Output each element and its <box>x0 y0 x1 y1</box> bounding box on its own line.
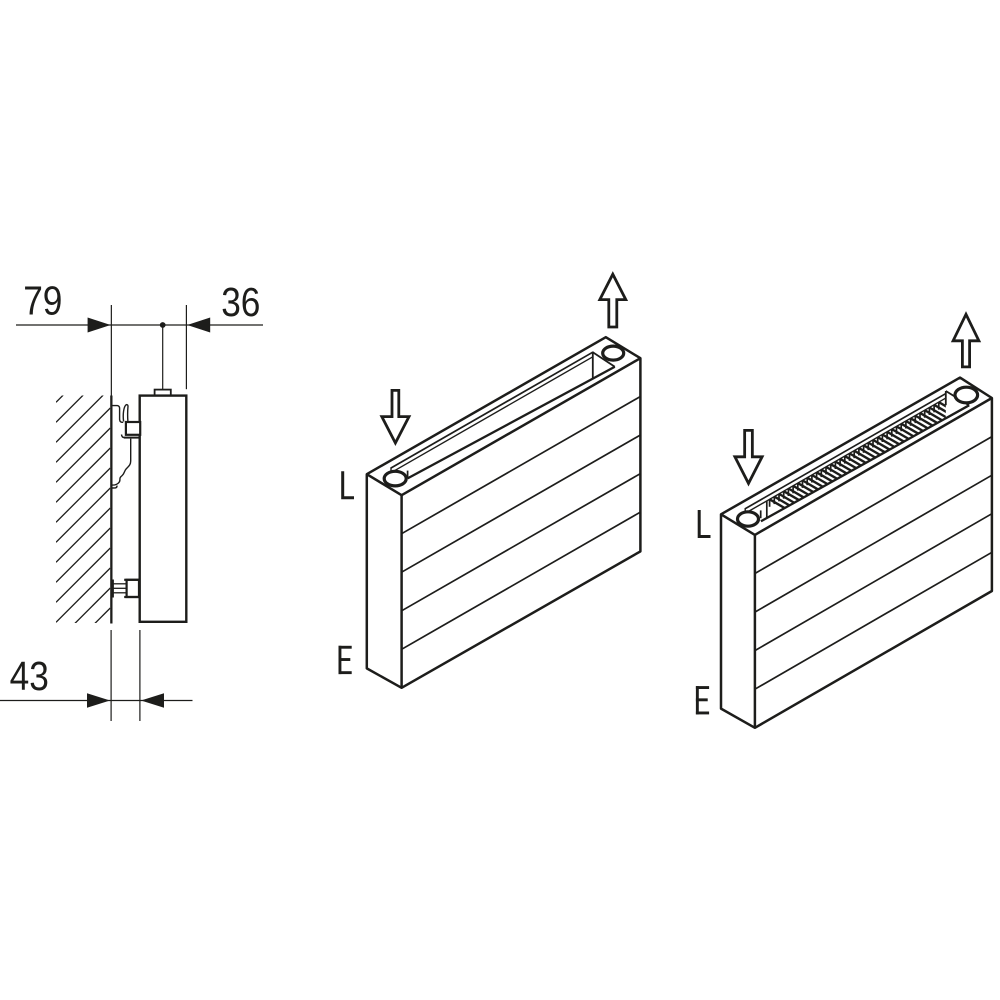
svg-text:36: 36 <box>221 280 260 326</box>
svg-text:43: 43 <box>10 654 49 700</box>
svg-text:79: 79 <box>23 278 62 324</box>
